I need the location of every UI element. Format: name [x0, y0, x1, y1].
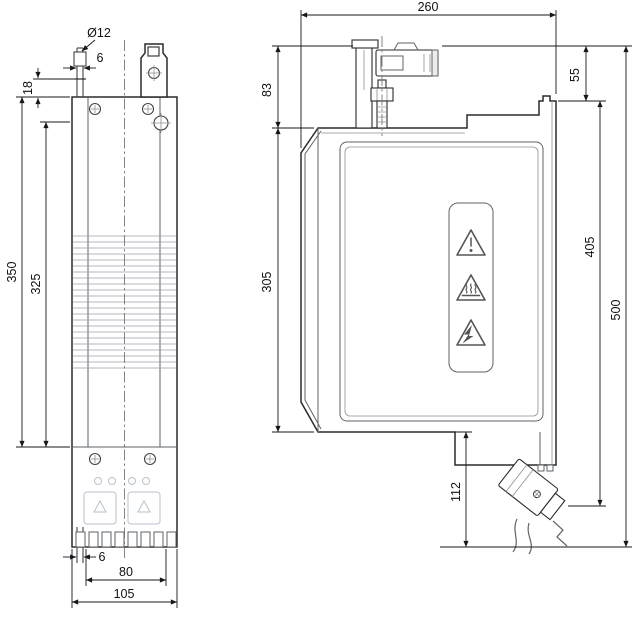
dim-stud-diameter: Ø12	[87, 26, 111, 40]
dim-bottom-section: 112	[449, 482, 463, 502]
top-connector	[351, 39, 439, 129]
dim-overall-height-side: 500	[609, 300, 623, 321]
bottom-connector	[498, 458, 568, 555]
dim-top-section: 83	[260, 83, 274, 97]
hot-surface-icon	[456, 274, 486, 301]
terminal-teeth	[75, 531, 177, 548]
dim-depth: 260	[418, 0, 439, 14]
side-dimensions: 260 83 305 55 405 500 112	[260, 0, 632, 548]
dim-inner-height: 325	[29, 274, 43, 295]
cable-gland	[370, 36, 394, 136]
front-view: Ø12 6 18 350 325 6 80 105	[5, 26, 178, 608]
mounting-stud-top	[73, 47, 87, 97]
cover-outline	[339, 141, 544, 422]
terminal-section	[75, 452, 177, 553]
dim-top-offset: 18	[21, 81, 35, 95]
electric-shock-icon	[456, 319, 486, 346]
dim-tab-offset: 55	[568, 68, 582, 82]
ghost-warning-icon	[137, 499, 151, 513]
crosshair-hole	[151, 113, 171, 133]
ghost-warning-icon	[93, 499, 107, 513]
dim-stud-width-top: 6	[97, 51, 104, 65]
dim-overall-height-front: 350	[5, 262, 19, 283]
warning-exclamation-icon	[456, 229, 486, 256]
dim-body-height: 305	[260, 272, 274, 293]
dim-mount-height: 405	[583, 237, 597, 258]
front-dimensions: Ø12 6 18 350 325 6 80 105	[5, 26, 178, 608]
dim-slot-spacing: 80	[119, 565, 133, 579]
screw-top-left	[88, 102, 102, 116]
mounting-tab-top	[140, 43, 168, 98]
side-body	[300, 95, 557, 466]
dim-stud-width-bottom: 6	[99, 550, 106, 564]
screw-top-right	[141, 102, 155, 116]
side-view: 260 83 305 55 405 500 112	[260, 0, 632, 555]
dim-overall-width: 105	[114, 587, 135, 601]
warning-label	[448, 202, 494, 373]
